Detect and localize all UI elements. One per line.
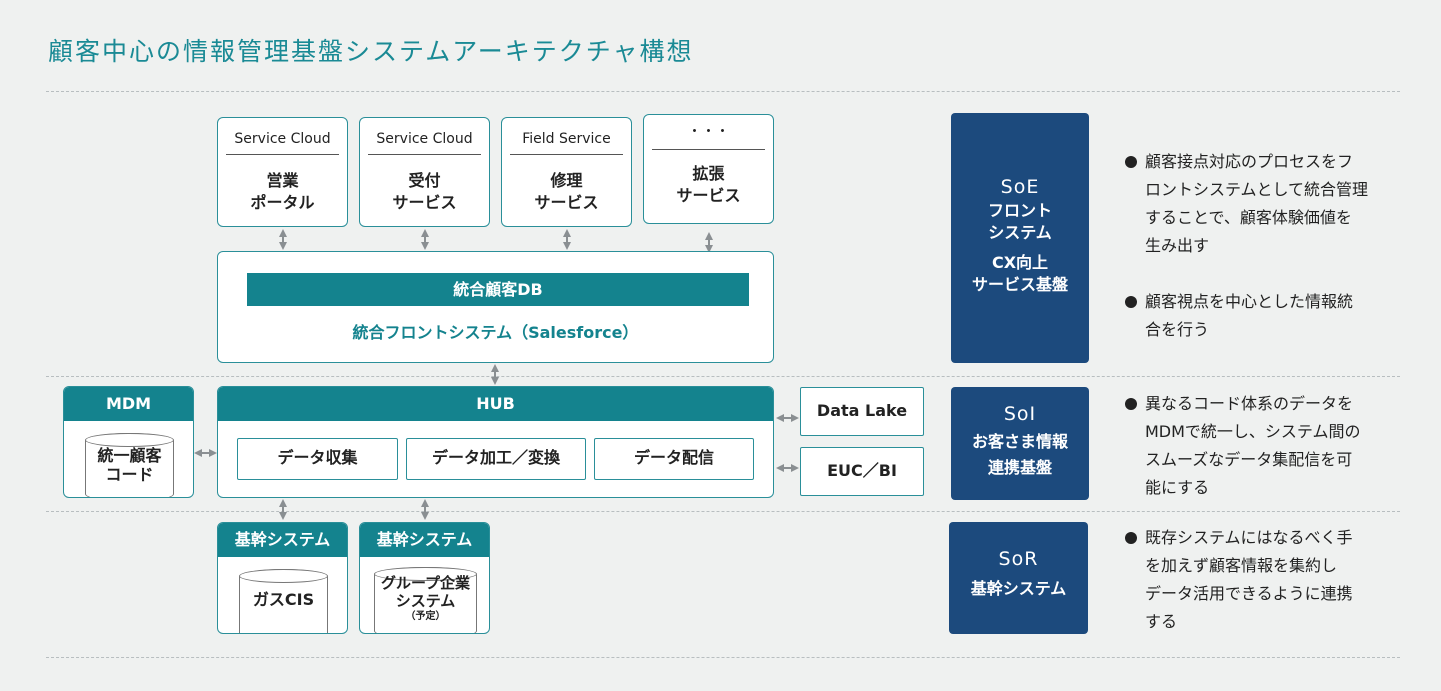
bullet-icon	[1125, 296, 1137, 308]
description-item: 顧客接点対応のプロセスをフ ロントシステムとして統合管理 することで、顧客体験価…	[1125, 148, 1400, 260]
layer-sor-code: SoR	[998, 548, 1039, 570]
service-card-repair[interactable]: Field Service 修理 サービス	[501, 117, 632, 227]
service-card-sales-portal[interactable]: Service Cloud 営業 ポータル	[217, 117, 348, 227]
euc-bi-box[interactable]: EUC／BI	[800, 447, 924, 496]
cylinder-line: ガスCIS	[252, 590, 315, 609]
service-card-line: 拡張	[692, 164, 725, 183]
front-system-label: 統合フロントシステム（Salesforce）	[352, 323, 639, 342]
service-card-extension[interactable]: ・・・ 拡張 サービス	[643, 114, 774, 224]
divider-soe-soi	[46, 376, 1400, 377]
divider-soi-sor	[46, 511, 1400, 512]
service-card-body: 受付 サービス	[360, 170, 489, 214]
description-line: 生み出す	[1145, 236, 1210, 255]
service-card-head: ・・・	[652, 119, 765, 150]
description-soe: 顧客接点対応のプロセスをフ ロントシステムとして統合管理 することで、顧客体験価…	[1125, 148, 1400, 372]
bullet-icon	[1125, 398, 1137, 410]
description-item: 顧客視点を中心とした情報統 合を行う	[1125, 288, 1400, 344]
layer-sor: SoR 基幹システム	[949, 522, 1088, 634]
service-card-body: 修理 サービス	[502, 170, 631, 214]
planned-note: （予定）	[405, 611, 446, 622]
hub-header: HUB	[218, 387, 773, 421]
description-line: 合を行う	[1145, 320, 1210, 339]
service-card-reception[interactable]: Service Cloud 受付 サービス	[359, 117, 490, 227]
page-title: 顧客中心の情報管理基盤システムアーキテクチャ構想	[48, 37, 694, 66]
description-item: 既存システムにはなるべく手 を加えず顧客情報を集約し データ活用できるように連携…	[1125, 524, 1400, 636]
description-soi: 異なるコード体系のデータを MDMで統一し、システム間の スムーズなデータ集配信…	[1125, 390, 1400, 530]
description-line: 顧客接点対応のプロセスをフ	[1145, 152, 1354, 171]
service-card-line: サービス	[676, 186, 741, 205]
service-card-body: 営業 ポータル	[218, 170, 347, 214]
description-line: する	[1145, 612, 1178, 631]
layer-soe-line: フロント	[987, 201, 1052, 220]
data-lake-box[interactable]: Data Lake	[800, 387, 924, 436]
cylinder-line: 統一顧客	[97, 446, 162, 465]
integrated-customer-db: 統合顧客DB	[247, 273, 749, 306]
service-card-body: 拡張 サービス	[644, 163, 773, 207]
service-card-line: 営業	[266, 171, 299, 190]
layer-soi-line: 連携基盤	[987, 458, 1052, 477]
layer-soi-line: お客さま情報	[971, 432, 1068, 451]
layer-soe-line: システム	[988, 223, 1052, 242]
description-line: 能にする	[1145, 478, 1210, 497]
mdm-cylinder: 統一顧客 コード	[85, 433, 174, 497]
hub-function-distribute[interactable]: データ配信	[594, 438, 754, 480]
service-card-line: サービス	[534, 193, 599, 212]
divider-top	[46, 91, 1400, 92]
mdm-card[interactable]: MDM 統一顧客 コード	[63, 386, 194, 498]
description-line: データ活用できるように連携	[1145, 584, 1353, 603]
description-line: MDMで統一し、システム間の	[1145, 422, 1361, 441]
description-line: 既存システムにはなるべく手	[1145, 528, 1353, 547]
layer-soi-code: SoI	[1003, 403, 1037, 425]
layer-sor-line: 基幹システム	[970, 579, 1067, 598]
service-card-head: Service Cloud	[368, 126, 481, 155]
service-card-line: 修理	[550, 171, 583, 190]
description-line: 異なるコード体系のデータを	[1145, 394, 1354, 413]
cylinder-line: グループ企業	[380, 574, 471, 592]
core-system-header: 基幹システム	[218, 523, 347, 557]
description-line: を加えず顧客情報を集約し	[1145, 556, 1338, 575]
hub-function-collect[interactable]: データ収集	[237, 438, 398, 480]
core-system-header: 基幹システム	[360, 523, 489, 557]
mdm-header: MDM	[64, 387, 193, 421]
bullet-icon	[1125, 156, 1137, 168]
hub-function-transform[interactable]: データ加工／変換	[406, 438, 586, 480]
description-line: することで、顧客体験価値を	[1145, 208, 1352, 227]
service-card-head: Service Cloud	[226, 126, 339, 155]
group-system-cylinder: グループ企業 システム （予定）	[374, 567, 477, 633]
layer-soi: SoI お客さま情報 連携基盤	[951, 387, 1089, 500]
description-line: ロントシステムとして統合管理	[1145, 180, 1369, 199]
layer-soe-line: サービス基盤	[971, 275, 1068, 294]
cylinder-line: コード	[105, 465, 154, 484]
integrated-front-system[interactable]: 統合顧客DB 統合フロントシステム（Salesforce）	[217, 251, 774, 363]
divider-bottom	[46, 657, 1400, 658]
gas-cis-cylinder: ガスCIS	[239, 569, 328, 633]
service-card-line: 受付	[408, 171, 441, 190]
description-line: 顧客視点を中心とした情報統	[1145, 292, 1354, 311]
cylinder-line: システム	[395, 592, 456, 610]
service-card-line: サービス	[392, 193, 457, 212]
core-system-group[interactable]: 基幹システム グループ企業 システム （予定）	[359, 522, 490, 634]
layer-soe: SoE フロント システム CX向上 サービス基盤	[951, 113, 1089, 363]
description-line: スムーズなデータ集配信を可	[1145, 450, 1353, 469]
layer-soe-line: CX向上	[991, 253, 1049, 272]
service-card-head: Field Service	[510, 126, 623, 155]
core-system-gas-cis[interactable]: 基幹システム ガスCIS	[217, 522, 348, 634]
service-card-line: ポータル	[250, 193, 315, 212]
layer-soe-code: SoE	[1000, 176, 1040, 198]
description-item: 異なるコード体系のデータを MDMで統一し、システム間の スムーズなデータ集配信…	[1125, 390, 1400, 502]
description-sor: 既存システムにはなるべく手 を加えず顧客情報を集約し データ活用できるように連携…	[1125, 524, 1400, 664]
bullet-icon	[1125, 532, 1137, 544]
hub-card[interactable]: HUB データ収集 データ加工／変換 データ配信	[217, 386, 774, 498]
